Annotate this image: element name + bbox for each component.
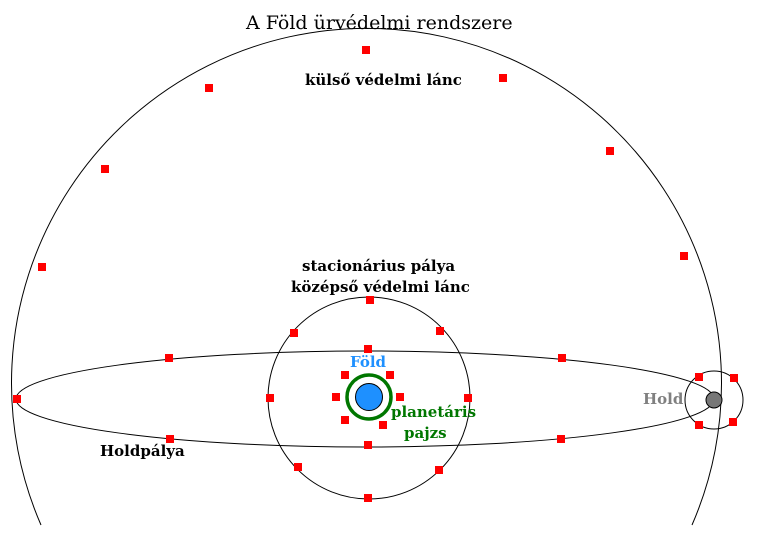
station-marker	[341, 416, 349, 424]
station-marker	[290, 329, 298, 337]
station-marker	[695, 421, 703, 429]
moon-orbit-label: Holdpálya	[100, 442, 185, 460]
station-marker	[364, 441, 372, 449]
outer-chain-label: külső védelmi lánc	[305, 71, 462, 89]
station-marker	[436, 327, 444, 335]
station-marker	[341, 371, 349, 379]
station-marker	[294, 463, 302, 471]
station-marker	[557, 435, 565, 443]
station-marker	[362, 46, 370, 54]
planetary-shield-label-2: pajzs	[404, 424, 447, 442]
station-marker	[499, 74, 507, 82]
station-marker	[266, 394, 274, 402]
station-marker	[366, 296, 374, 304]
station-marker	[464, 394, 472, 402]
planetary-shield-label-1: planetáris	[391, 403, 476, 421]
station-marker	[386, 371, 394, 379]
planetary-shield-ring	[345, 373, 393, 421]
station-marker	[729, 418, 737, 426]
station-marker	[166, 435, 174, 443]
moon-label: Hold	[643, 390, 684, 408]
station-marker	[680, 252, 688, 260]
station-marker	[205, 84, 213, 92]
outer-chain-circle	[11, 27, 722, 526]
station-marker	[364, 494, 372, 502]
earth	[355, 383, 383, 411]
moon-station-circle	[684, 370, 744, 430]
station-marker	[396, 393, 404, 401]
station-marker	[332, 393, 340, 401]
station-marker	[435, 466, 443, 474]
station-marker	[38, 263, 46, 271]
station-marker	[379, 421, 387, 429]
moon	[705, 391, 723, 409]
station-marker	[695, 373, 703, 381]
station-marker	[101, 165, 109, 173]
middle-chain-label: középső védelmi lánc	[291, 278, 470, 296]
station-marker	[558, 354, 566, 362]
station-marker	[13, 395, 21, 403]
title: A Föld ürvédelmi rendszere	[245, 12, 513, 34]
station-markers	[13, 46, 738, 502]
station-marker	[165, 354, 173, 362]
station-marker	[606, 147, 614, 155]
stationary-orbit-label: stacionárius pálya	[302, 257, 455, 275]
earth-label: Föld	[350, 353, 387, 371]
station-marker	[364, 345, 372, 353]
station-marker	[730, 374, 738, 382]
